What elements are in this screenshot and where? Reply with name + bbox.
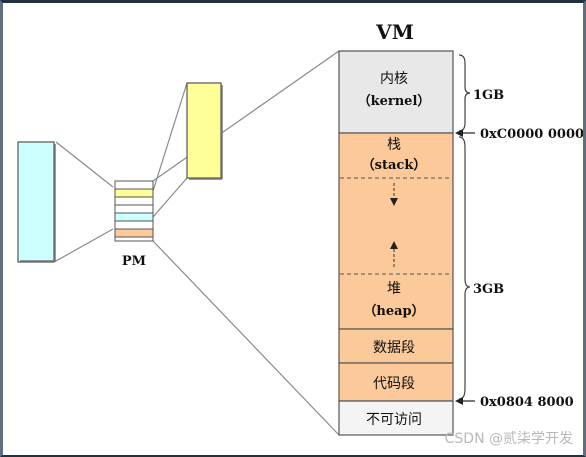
arrow-left-icon [455, 397, 463, 405]
stack-heap-segment [338, 132, 454, 330]
heap-label-cn: 堆 [387, 281, 401, 297]
connector-line [152, 177, 188, 218]
connector-line [152, 240, 340, 436]
page-cyan [17, 141, 55, 263]
kernel-label-cn: 内核 [380, 71, 408, 87]
memory-mapping-diagram: PM VM 内核 （kernel） 栈 （stack） 堆 （heap） 数据段… [17, 20, 583, 447]
kernel-start-address: 0xC0000 0000 [480, 127, 583, 142]
pm-frame-cyan [114, 212, 154, 222]
user-size-label: 3GB [473, 282, 504, 297]
mapping-lines [55, 50, 340, 436]
connector-line [152, 50, 340, 182]
pm-label: PM [122, 254, 146, 269]
pm-frame [114, 196, 154, 206]
code-start-address: 0x0804 8000 [480, 395, 574, 410]
data-segment [338, 328, 454, 364]
page-yellow [186, 82, 222, 179]
vm-title: VM [375, 20, 414, 44]
stack-label-cn: 栈 [387, 137, 401, 153]
connector-line [152, 82, 188, 192]
pm-frame [114, 180, 154, 190]
pm-frame-orange [114, 228, 154, 238]
arrow-down-icon [390, 198, 398, 206]
stack-label-en: （stack） [362, 157, 427, 173]
user-brace [458, 136, 471, 400]
arrow-left-icon [455, 129, 463, 137]
no-access-segment [338, 400, 454, 436]
connector-line [55, 228, 114, 262]
watermark-text: CSDN @贰柒学开发 [445, 430, 573, 447]
physical-memory [114, 180, 154, 242]
kernel-brace [458, 54, 471, 132]
kernel-label-en: （kernel） [358, 93, 431, 109]
heap-label-en: （heap） [363, 303, 424, 319]
arrow-up-icon [390, 241, 398, 249]
data-segment-label: 数据段 [373, 340, 415, 356]
kernel-segment [338, 50, 454, 134]
pm-frame [114, 204, 154, 214]
pm-frame-yellow [114, 188, 154, 198]
connector-line [55, 141, 114, 188]
kernel-size-label: 1GB [473, 88, 504, 103]
code-segment-label: 代码段 [373, 376, 415, 392]
pm-frame [114, 236, 154, 242]
pm-frame [114, 220, 154, 230]
no-access-label: 不可访问 [366, 412, 422, 428]
